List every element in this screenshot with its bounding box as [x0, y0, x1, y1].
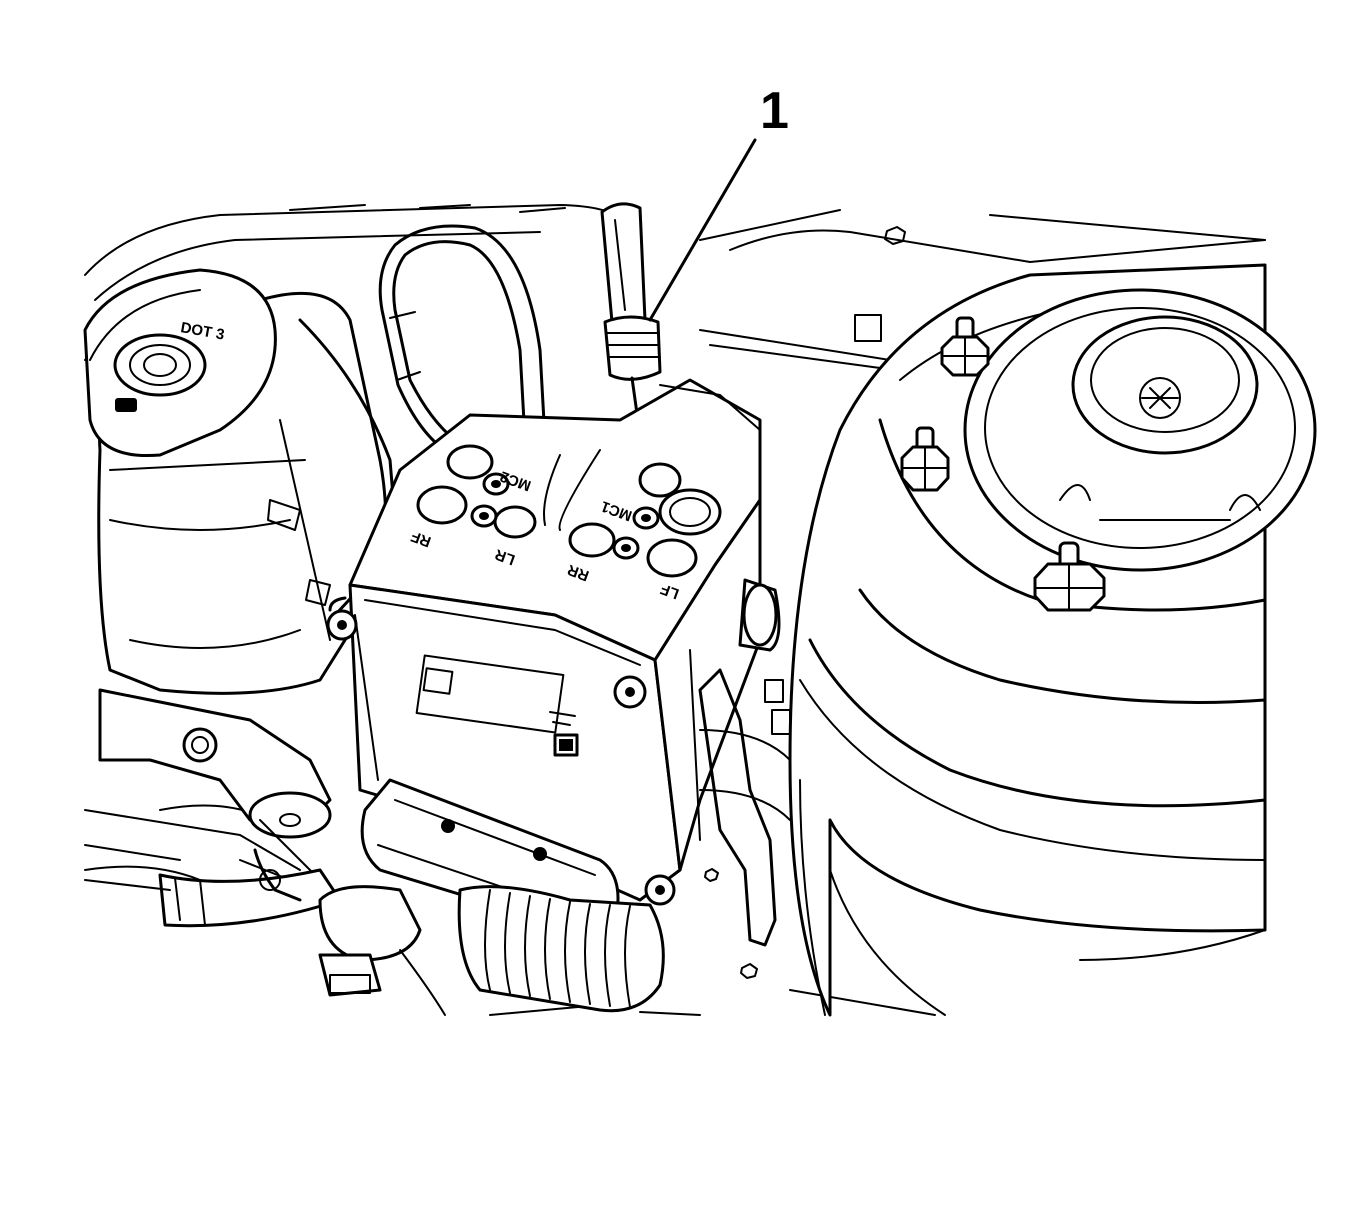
body-bolt-hole [884, 226, 906, 245]
port-label-lf: LF [658, 580, 681, 602]
port-label-rr: RR [565, 561, 591, 584]
callout-number: 1 [760, 82, 789, 140]
callout-leader-line [648, 138, 757, 322]
modulator-bracket [698, 578, 791, 979]
port-label-lr: LR [493, 545, 518, 568]
cap-vent-mark [115, 398, 137, 412]
strut-tower [788, 263, 1317, 1017]
coolant-hose [158, 868, 342, 928]
port-plug-tool [600, 202, 662, 494]
port-rr [568, 522, 616, 558]
port-mc1 [638, 462, 682, 498]
port-label-rf: RF [409, 527, 434, 550]
port-rf [416, 485, 468, 525]
abs-modulator: MC2 MC1 RF LR RR LF [326, 378, 762, 942]
lower-hoses [84, 844, 665, 1016]
port-lr [493, 505, 537, 539]
bellows-boot [457, 885, 665, 1013]
brake-fluid-reservoir: DOT 3 [83, 268, 397, 886]
module-label-plate [415, 654, 565, 734]
port-rf-upper [446, 444, 494, 480]
callout: 1 [648, 82, 789, 322]
strut-nut-bottom [1033, 541, 1106, 612]
strut-nut-left [900, 426, 950, 492]
body-square-hole [854, 314, 882, 342]
strut-nut-top [940, 316, 990, 377]
reservoir-sensor [267, 499, 301, 531]
port-main-large [658, 488, 722, 536]
port-lf [646, 538, 698, 578]
